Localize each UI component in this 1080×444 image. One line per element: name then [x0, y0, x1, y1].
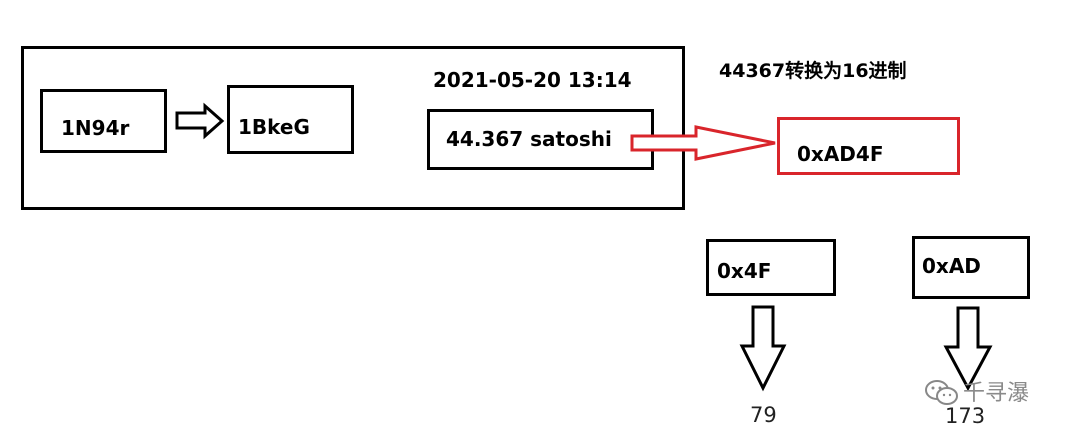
- transfer-arrow-icon: [175, 102, 225, 140]
- dec-high-label: 173: [945, 404, 986, 428]
- address-from-label: 1N94r: [61, 116, 130, 140]
- amount-label: 44.367 satoshi: [446, 127, 612, 151]
- low-down-arrow-icon: [739, 305, 787, 392]
- hex-high-label: 0xAD: [922, 254, 981, 278]
- dec-low-label: 79: [750, 403, 777, 427]
- hex-low-box: [706, 239, 836, 296]
- hex-result-label: 0xAD4F: [797, 142, 884, 166]
- conversion-arrow-icon: [630, 125, 776, 161]
- timestamp-label: 2021-05-20 13:14: [433, 68, 632, 92]
- hex-result-box: [777, 117, 960, 175]
- hex-high-box: [912, 236, 1030, 299]
- conversion-note: 44367转换为16进制: [719, 60, 907, 82]
- address-from-box: [40, 89, 167, 153]
- watermark-text: 千寻瀑: [963, 381, 1030, 406]
- hex-low-label: 0x4F: [717, 259, 772, 283]
- wechat-logo-icon: [925, 380, 958, 405]
- address-to-label: 1BkeG: [238, 115, 310, 139]
- address-to-box: [227, 85, 354, 154]
- high-down-arrow-icon: [943, 306, 993, 392]
